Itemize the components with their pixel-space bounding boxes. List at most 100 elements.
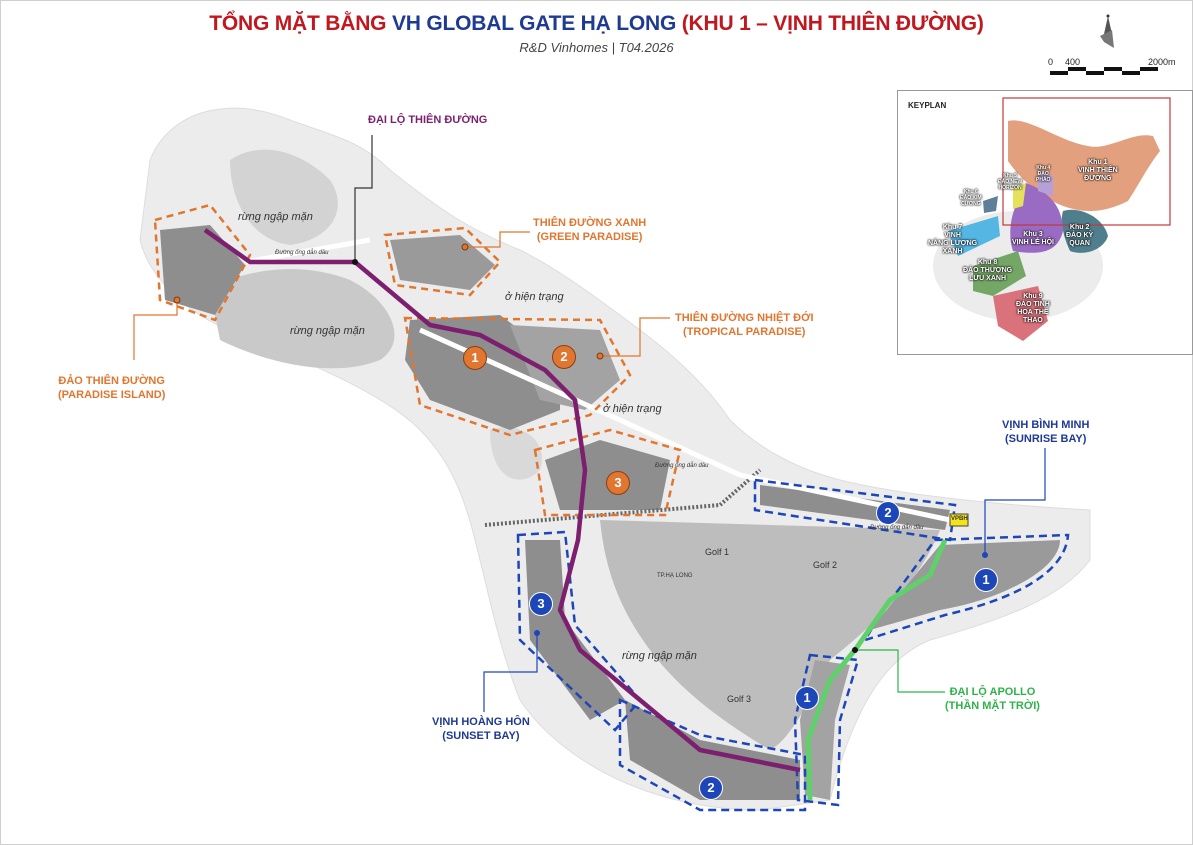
scale-mid: 400 (1065, 57, 1081, 67)
map-text-mangrove: rừng ngập mặn (290, 325, 365, 337)
map-text-city: TP.HẠ LONG (657, 573, 693, 579)
vpbh-box (949, 513, 969, 527)
golf-area (600, 520, 940, 750)
label-sunrise-bay: VỊNH BÌNH MINH (SUNRISE BAY) (1002, 418, 1089, 446)
keyplan-zone-6 (983, 196, 998, 213)
label-line: ĐẠI LỘ APOLLO (949, 686, 1036, 698)
label-line: ĐẢO THIÊN ĐƯỜNG (58, 375, 165, 387)
marker-blue-2-sunset[interactable]: 2 (699, 776, 723, 800)
marker-blue-1-sunrise[interactable]: 1 (974, 568, 998, 592)
map-text-golf1: Golf 1 (705, 547, 730, 557)
scale-bar (1050, 67, 1158, 75)
map-text-existing: ở hiện trạng (603, 403, 662, 415)
keyplan-zone-7 (948, 216, 1000, 256)
kp-line: ĐẢO THƯỢNG (963, 267, 1013, 274)
kp-line: VỊNH LỄ HỘI (1012, 239, 1055, 246)
leader-dots (173, 243, 988, 653)
kp-line: PHÁO (1036, 177, 1051, 183)
keyplan-zone-2 (1061, 209, 1108, 253)
pipeline-road (244, 237, 951, 523)
title-part-3: (KHU 1 – VỊNH THIÊN ĐƯỜNG) (676, 12, 984, 35)
kp-line: HORIZON (998, 185, 1022, 191)
title-part-1: TỔNG MẶT BẰNG (209, 12, 392, 35)
keyplan-map (933, 97, 1171, 341)
existing-area-patch (490, 427, 542, 480)
label-tropical-paradise: THIÊN ĐƯỜNG NHIỆT ĐỚI (TROPICAL PARADISE) (675, 311, 814, 339)
label-line: VỊNH BÌNH MINH (1002, 419, 1090, 431)
kp-line: Khu 7 (942, 224, 963, 231)
mangrove-patch (210, 269, 395, 369)
label-sunset-bay: VỊNH HOÀNG HÔN (SUNSET BAY) (432, 715, 530, 743)
label-line: (SUNRISE BAY) (1004, 433, 1087, 445)
label-green-paradise: THIÊN ĐƯỜNG XANH (GREEN PARADISE) (533, 216, 646, 244)
keyplan-zone-4 (1038, 171, 1053, 196)
label-line: VỊNH HOÀNG HÔN (432, 716, 530, 728)
marker-blue-2-sunrise[interactable]: 2 (876, 501, 900, 525)
label-line: (THẦN MẶT TRỜI) (945, 700, 1040, 712)
scale-end: 2000m (1148, 57, 1176, 67)
map-text-mangrove: rừng ngập mặn (622, 650, 697, 662)
label-dai-lo-thien-duong: ĐẠI LỘ THIÊN ĐƯỜNG (368, 114, 488, 126)
marker-orange-2[interactable]: 2 (552, 345, 576, 369)
marker-orange-1[interactable]: 1 (463, 346, 487, 370)
kp-line: Khu 8 (977, 259, 998, 266)
keyplan-zone-8 (973, 251, 1026, 296)
kp-line: HOA THỂ (1017, 309, 1049, 316)
kp-line: NĂNG LƯỢNG (928, 240, 978, 247)
leader-lines (133, 135, 1046, 712)
kp-line: QUAN (1069, 240, 1090, 247)
keyplan-zone-9 (993, 286, 1048, 341)
scale-start: 0 (1048, 57, 1054, 67)
label-line: THIÊN ĐƯỜNG NHIỆT ĐỚI (675, 312, 814, 324)
kp-line: Khu 2 (1069, 224, 1090, 231)
kp-line: Khu 1 (1088, 159, 1108, 166)
label-dai-lo-apollo: ĐẠI LỘ APOLLO (THẦN MẶT TRỜI) (945, 685, 1040, 713)
map-text-vpbh: VPBH (951, 516, 968, 522)
kp-line: VỊNH (944, 232, 961, 239)
kp-line: THAO (1023, 317, 1043, 324)
label-line: (SUNSET BAY) (442, 730, 520, 742)
map-text-pipeline: Đường ống dẫn dầu (275, 250, 329, 256)
label-line: (TROPICAL PARADISE) (683, 326, 806, 338)
kp-line: Khu 4 (1036, 165, 1051, 171)
kp-line: VỊNH THIÊN (1078, 167, 1118, 174)
marker-blue-1-apollo[interactable]: 1 (795, 686, 819, 710)
kp-line: LƯU XANH (969, 275, 1007, 282)
kp-line: ĐẢO TINH (1016, 301, 1050, 308)
kp-line: Khu 3 (1023, 231, 1043, 238)
north-arrow-icon (1100, 14, 1114, 48)
map-text-pipeline: Đường ống dẫn dầu (655, 463, 709, 469)
marker-orange-3[interactable]: 3 (606, 471, 630, 495)
kp-line: Khu 5 (1003, 173, 1018, 179)
label-paradise-island: ĐẢO THIÊN ĐƯỜNG (PARADISE ISLAND) (58, 374, 165, 402)
kp-line: ĐẢO KỲ (1066, 232, 1094, 239)
kp-line: CƯƠNG (961, 201, 981, 207)
kp-line: ĐẢO (1037, 171, 1049, 177)
page-subtitle: R&D Vinhomes | T04.2026 (519, 40, 674, 55)
kp-line: ĐƯỜNG (1084, 175, 1112, 182)
label-line: (PARADISE ISLAND) (58, 389, 166, 401)
mangrove-patch-north (230, 149, 338, 245)
kp-line: Khu 6 (963, 189, 978, 195)
kp-line: Khu 9 (1023, 293, 1043, 300)
label-line: (GREEN PARADISE) (536, 231, 643, 243)
keyplan-title: KEYPLAN (908, 101, 947, 110)
map-text-golf3: Golf 3 (727, 694, 752, 704)
marker-blue-3-sunset[interactable]: 3 (529, 592, 553, 616)
label-line: THIÊN ĐƯỜNG XANH (533, 217, 647, 229)
kp-line: ĐẢO NEW (998, 179, 1023, 185)
map-text-mangrove: rừng ngập mặn (238, 211, 313, 223)
map-text-pipeline: Đường ống dẫn dầu (870, 525, 924, 531)
kp-line: XANH (942, 248, 963, 255)
title-project-name: VH GLOBAL GATE HẠ LONG (391, 12, 677, 35)
map-text-existing: ở hiện trạng (505, 291, 564, 303)
kp-line: ĐẢO KIM (960, 195, 982, 201)
